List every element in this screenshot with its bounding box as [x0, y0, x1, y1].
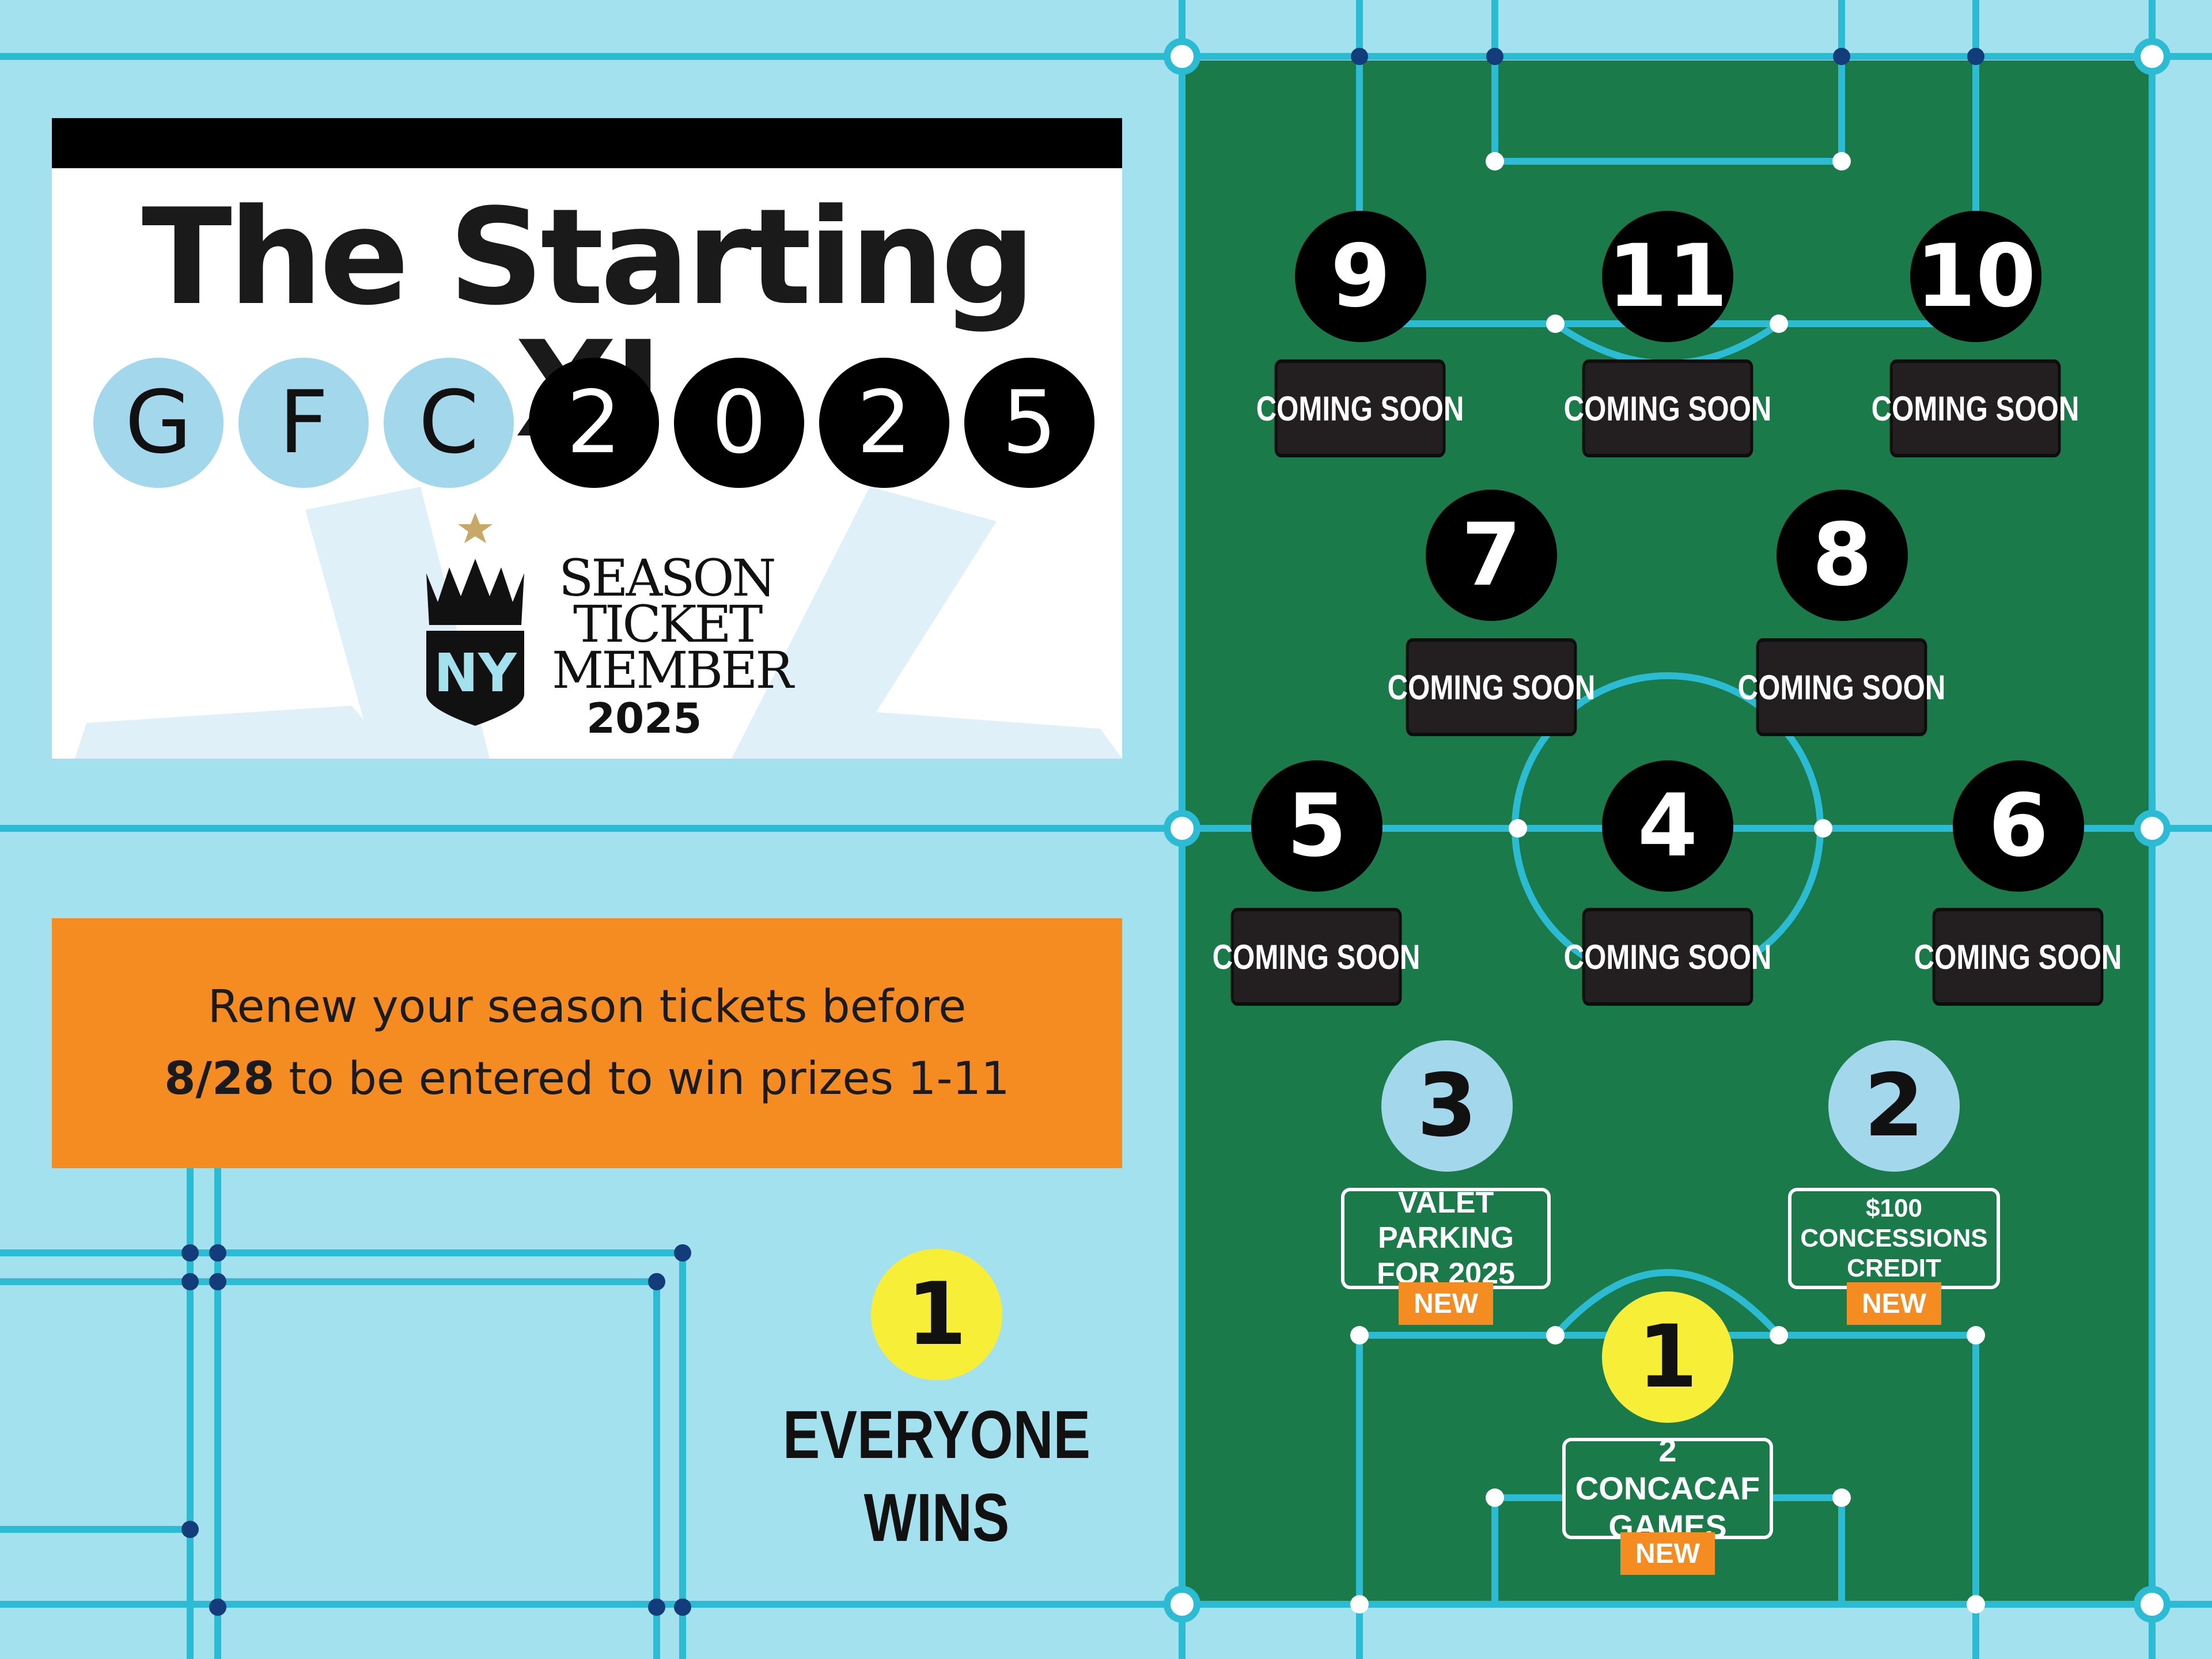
prize-3-card: VALET PARKING FOR 2025: [1341, 1185, 1551, 1290]
chip-letter-g: G: [93, 358, 224, 488]
prize-2-new-tag: NEW: [1847, 1282, 1941, 1325]
prize-9-number: 9: [1295, 211, 1426, 342]
banner-line-2-rest: to be entered to win prizes 1-11: [274, 1053, 1010, 1105]
chip-letter-c: C: [384, 358, 514, 488]
prize-8-number: 8: [1777, 490, 1908, 621]
prize-5-coming-soon: COMING SOON: [1213, 908, 1420, 1006]
chip-digit-2b: 2: [819, 358, 949, 488]
svg-text:NY: NY: [434, 642, 517, 704]
ny-crown-logo-icon: NY: [415, 510, 536, 729]
title-card: The Starting XI G F C 2 0 2 5 NY SEASON …: [52, 118, 1122, 759]
prize-1-card: 2 CONCACAF GAMES: [1562, 1432, 1773, 1544]
prize-4-number: 4: [1602, 760, 1733, 892]
chip-digit-5: 5: [964, 358, 1094, 488]
everyone-line-1: EVERYONE: [782, 1397, 1091, 1473]
chip-letter-f: F: [238, 358, 369, 488]
prize-2-card: $100 CONCESSIONS CREDIT: [1788, 1188, 2000, 1289]
prize-11-number: 11: [1602, 211, 1733, 342]
prize-5-number: 5: [1251, 760, 1382, 892]
prize-7-coming-soon: COMING SOON: [1388, 638, 1595, 736]
chip-digit-0: 0: [674, 358, 804, 488]
prize-3-new-tag: NEW: [1399, 1282, 1493, 1325]
prize-2-line-1: $100 CONCESSIONS: [1800, 1194, 1988, 1253]
banner-line-1: Renew your season tickets before: [207, 981, 967, 1033]
prize-11-coming-soon: COMING SOON: [1564, 359, 1771, 457]
prize-3-number: 3: [1381, 1040, 1513, 1172]
prize-2-number: 2: [1828, 1040, 1960, 1172]
everyone-line-2: WINS: [863, 1479, 1010, 1556]
badge-year: 2025: [586, 694, 702, 743]
prize-8-coming-soon: COMING SOON: [1738, 638, 1945, 736]
prize-1-number: 1: [1602, 1291, 1733, 1423]
prize-9-coming-soon: COMING SOON: [1256, 359, 1464, 457]
prize-7-number: 7: [1426, 490, 1557, 621]
card-header-bar: [52, 118, 1122, 168]
renew-banner: Renew your season tickets before 8/28 to…: [52, 918, 1122, 1168]
prize-2-line-2: CREDIT: [1847, 1253, 1941, 1282]
prize-10-number: 10: [1910, 211, 2041, 342]
prize-10-coming-soon: COMING SOON: [1872, 359, 2079, 457]
chip-digit-2: 2: [529, 358, 659, 488]
everyone-wins-label: EVERYONE WINS: [767, 1394, 1105, 1560]
prize-1-new-tag: NEW: [1620, 1532, 1715, 1575]
prize-6-coming-soon: COMING SOON: [1914, 908, 2122, 1006]
prize-6-number: 6: [1953, 760, 2084, 892]
badge-line-ticket: TICKET: [573, 594, 763, 654]
badge-line-season: SEASON: [559, 548, 777, 608]
prize-3-line-1: VALET PARKING: [1378, 1185, 1514, 1255]
everyone-prize-number: 1: [871, 1249, 1002, 1380]
prize-4-coming-soon: COMING SOON: [1564, 908, 1771, 1006]
banner-deadline: 8/28: [164, 1053, 275, 1105]
banner-line-2: 8/28 to be entered to win prizes 1-11: [164, 1043, 1010, 1115]
prize-1-line-1: 2 CONCACAF: [1575, 1431, 1760, 1506]
badge-line-member: MEMBER: [552, 641, 794, 700]
